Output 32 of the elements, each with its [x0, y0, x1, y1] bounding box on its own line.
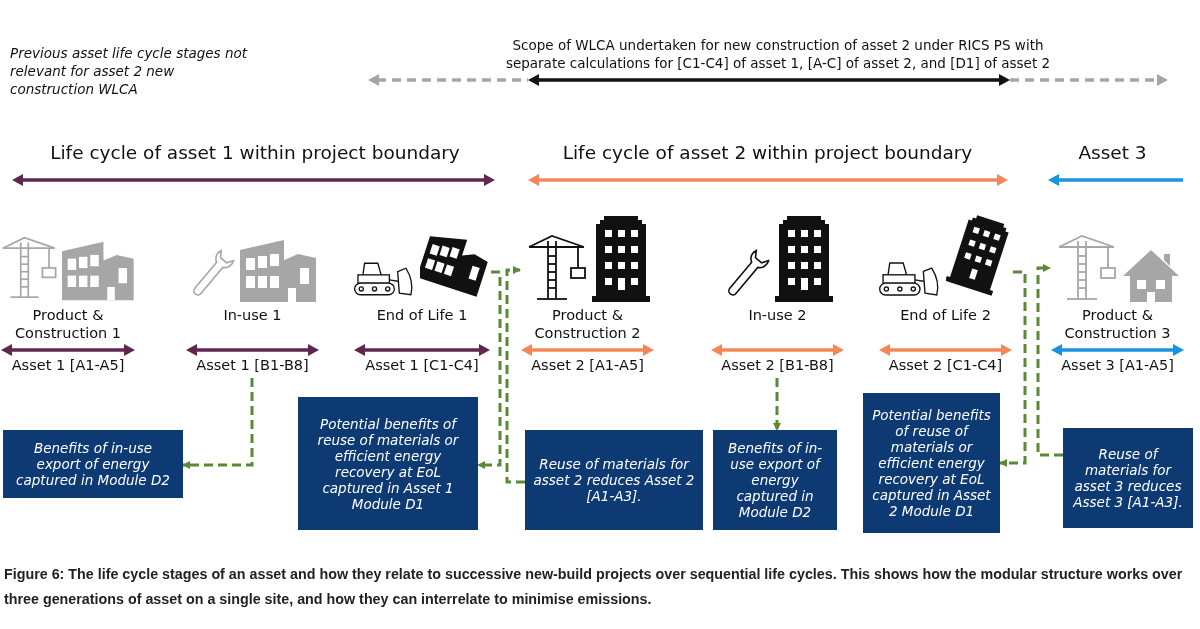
stage-title: Product & Construction 2: [533, 306, 642, 343]
info-box: Reuse of materials for asset 2 reduces Asset 2 [A1-A3].: [525, 430, 703, 530]
note-text: Previous asset life cycle stages not relevant for asset 2 new construction WLCA: [10, 44, 249, 98]
module-label: Asset 2 [C1-C4]: [887, 356, 1004, 374]
stage-title: End of Life 1: [375, 306, 469, 325]
module-label: Asset 2 [A1-A5]: [530, 356, 645, 374]
stage-title: Product & Construction 1: [13, 306, 123, 343]
boundary-heading: Life cycle of asset 1 within project boundary: [49, 142, 461, 163]
arrow: [477, 270, 502, 469]
arrow: [999, 270, 1027, 467]
info-box: Benefits of in-use export of energy captured in Module D2: [3, 430, 183, 498]
arrow: [182, 378, 254, 469]
scope-text: Scope of WLCA undertaken for new construction of asset 2 under RICS PS with separate calculations for [C1-C4] of asset 1, [A-C] of asset 2, and [D1] of asset 2: [504, 36, 1052, 72]
info-box: Reuse of materials for asset 3 reduces Asset 3 [A1-A3].: [1063, 428, 1193, 528]
stage-title: End of Life 2: [899, 306, 992, 325]
module-label: Asset 1 [B1-B8]: [195, 356, 310, 374]
info-box: Potential benefits of reuse of materials or efficient energy recovery at EoL captured in Asset 2 Module D1: [863, 393, 1000, 533]
arrow: [505, 266, 525, 484]
module-label: Asset 1 [A1-A5]: [10, 356, 126, 374]
stage-title: Product & Construction 3: [1063, 306, 1172, 343]
info-box: Potential benefits of reuse of materials or efficient energy recovery at EoL captured in Asset 1 Module D1: [298, 397, 478, 530]
module-label: Asset 2 [B1-B8]: [720, 356, 835, 374]
boundary-heading: Asset 3: [1077, 142, 1148, 163]
info-box: Benefits of in-use export of energy captured in Module D2: [713, 430, 837, 530]
boundary-heading: Life cycle of asset 2 within project boundary: [561, 142, 974, 163]
arrow: [1036, 264, 1063, 457]
module-label: Asset 1 [C1-C4]: [364, 356, 480, 374]
module-label: Asset 3 [A1-A5]: [1060, 356, 1175, 374]
arrow: [773, 378, 781, 431]
stage-title: In-use 2: [747, 306, 808, 325]
stage-title: In-use 1: [222, 306, 283, 325]
figure-caption: Figure 6: The life cycle stages of an asset and how they relate to successive new-build projects over sequential life cycles. This shows how the modular structure works over three generations of asset on a single site, and how they can interrelate to minimise emissions.: [4, 565, 1184, 609]
